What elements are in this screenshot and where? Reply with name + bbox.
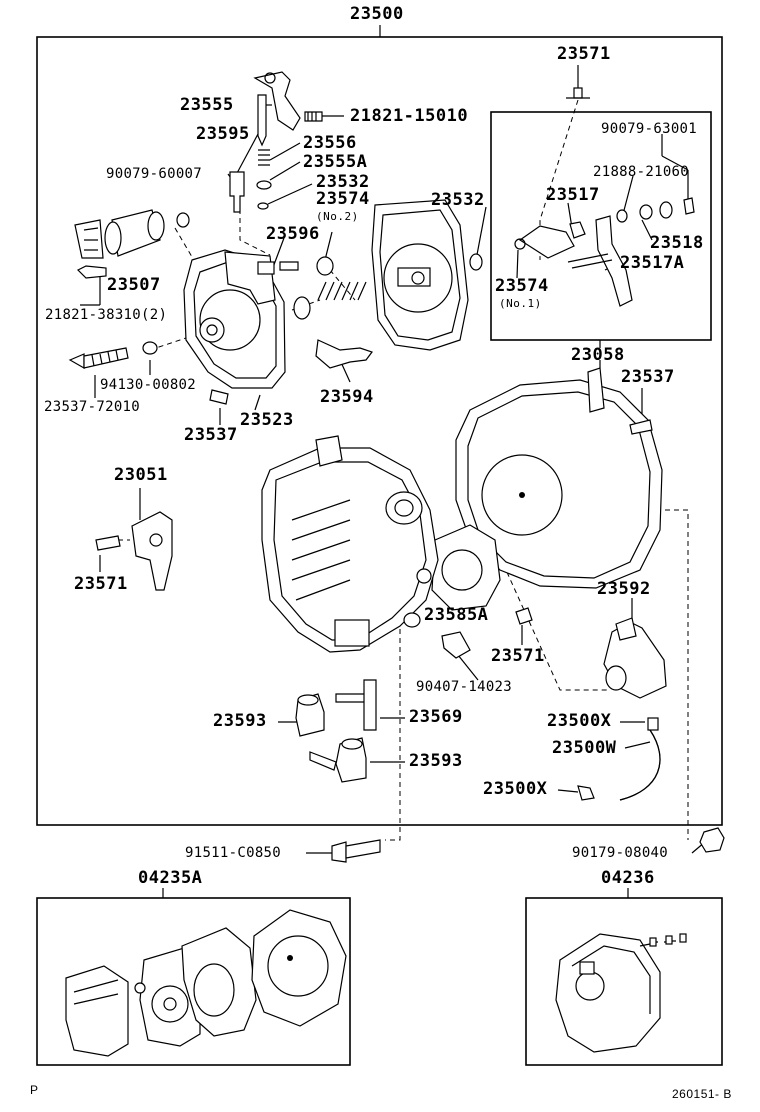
- label-23523: 23523: [240, 410, 294, 430]
- label-23593-b: 23593: [409, 751, 463, 771]
- kit-04235A-frame: [36, 897, 351, 1066]
- label-23585A: 23585A: [424, 605, 489, 625]
- label-23592: 23592: [597, 579, 651, 599]
- label-23594: 23594: [320, 387, 374, 407]
- label-23569: 23569: [409, 707, 463, 727]
- linkage-subassembly-box: [490, 111, 712, 341]
- label-90407-14023: 90407-14023: [416, 679, 513, 695]
- label-23574-no2: 23574: [316, 189, 370, 209]
- label-no2: (No.2): [316, 210, 359, 223]
- label-23595: 23595: [196, 124, 250, 144]
- label-23571-top: 23571: [557, 44, 611, 64]
- label-23571-left: 23571: [74, 574, 128, 594]
- label-23574-no1: 23574: [495, 276, 549, 296]
- label-23555: 23555: [180, 95, 234, 115]
- label-90079-63001: 90079-63001: [601, 121, 698, 137]
- label-91511-C0850: 91511-C0850: [185, 845, 282, 861]
- label-23517: 23517: [546, 185, 600, 205]
- page-letter: P: [30, 1083, 39, 1097]
- label-23537-right: 23537: [621, 367, 675, 387]
- label-04235A: 04235A: [138, 868, 203, 888]
- diagram-code: 260151- B: [672, 1087, 732, 1101]
- label-23537-left: 23537: [184, 425, 238, 445]
- label-23537-72010: 23537-72010: [44, 399, 141, 415]
- label-23532-a: 23532: [316, 172, 370, 192]
- label-23507: 23507: [107, 275, 161, 295]
- label-no1: (No.1): [499, 297, 542, 310]
- label-23517A: 23517A: [620, 253, 685, 273]
- label-23571-mid: 23571: [491, 646, 545, 666]
- label-23500X-b: 23500X: [483, 779, 548, 799]
- label-90179-08040: 90179-08040: [572, 845, 669, 861]
- label-23500: 23500: [350, 4, 404, 24]
- label-21821-15010: 21821-15010: [350, 106, 469, 126]
- label-23051: 23051: [114, 465, 168, 485]
- label-23596: 23596: [266, 224, 320, 244]
- label-23556: 23556: [303, 133, 357, 153]
- label-94130-00802: 94130-00802: [100, 377, 197, 393]
- label-23058: 23058: [571, 345, 625, 365]
- label-21888-21060: 21888-21060: [593, 164, 690, 180]
- label-90079-60007: 90079-60007: [106, 166, 203, 182]
- label-04236: 04236: [601, 868, 655, 888]
- label-23593-a: 23593: [213, 711, 267, 731]
- label-23500W: 23500W: [552, 738, 617, 758]
- label-23555A: 23555A: [303, 152, 368, 172]
- label-23532-b: 23532: [431, 190, 485, 210]
- kit-04236-frame: [525, 897, 723, 1066]
- label-21821-38310: 21821-38310(2): [45, 307, 168, 323]
- label-23500X-a: 23500X: [547, 711, 612, 731]
- label-23518: 23518: [650, 233, 704, 253]
